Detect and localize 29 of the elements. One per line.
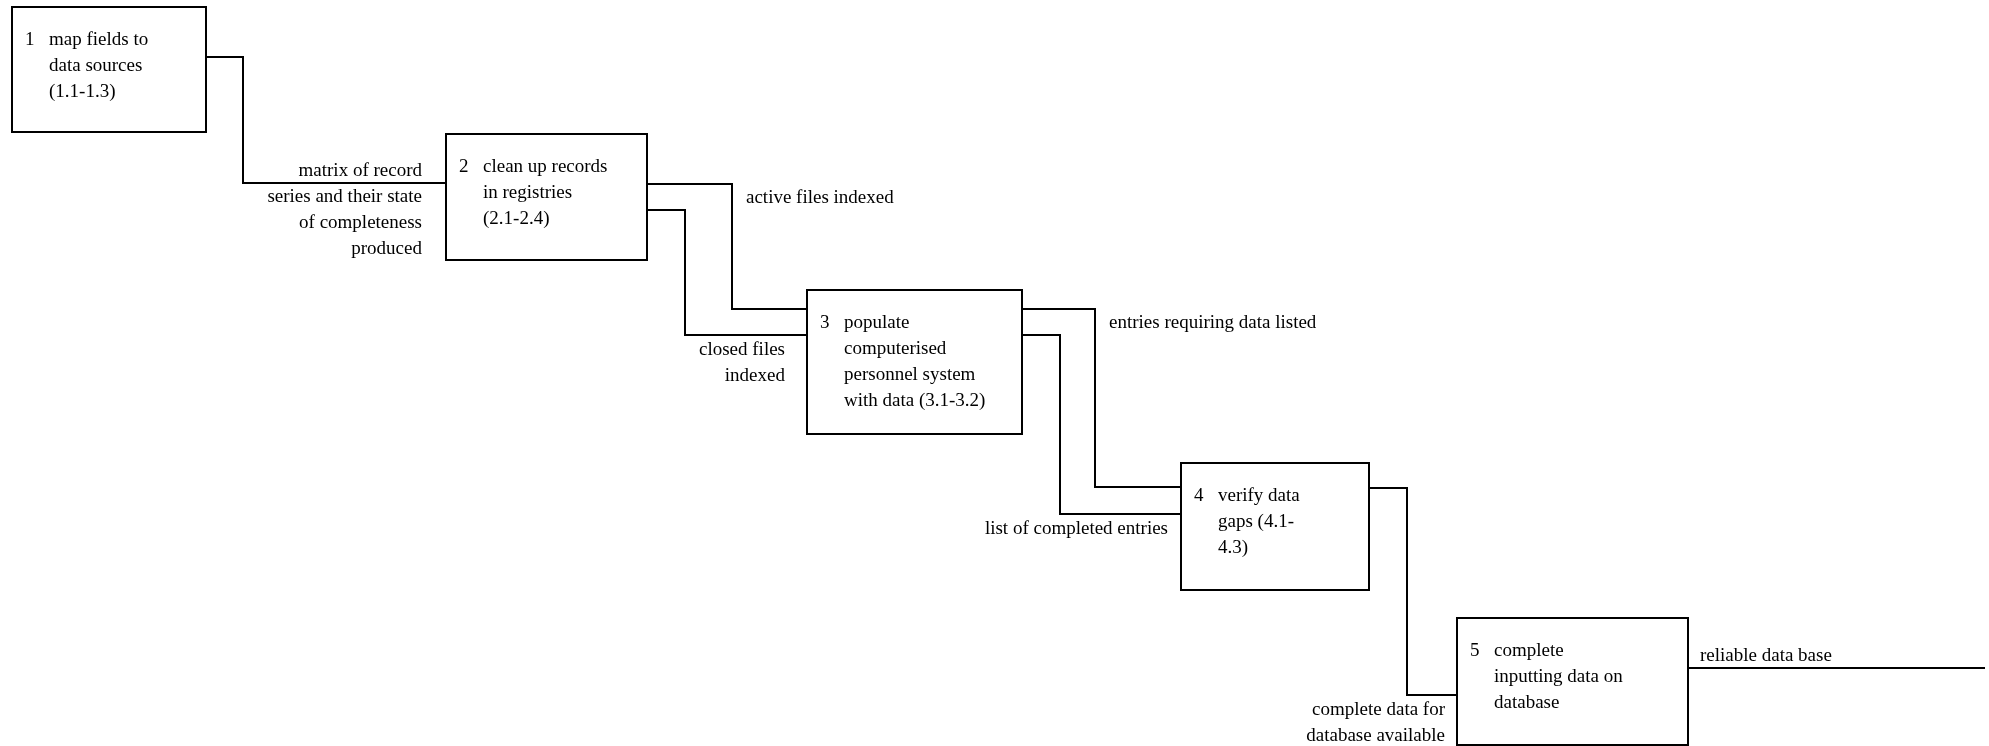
connector-line (647, 183, 807, 310)
edge-label: complete data for database available (1305, 697, 1446, 746)
process-box (11, 6, 207, 133)
edge-label: matrix of record series and their state of completeness produced (266, 158, 423, 260)
process-box (1180, 462, 1370, 591)
step-text: map fields to data sources (1.1-1.3) (49, 27, 150, 103)
step-number: 3 (820, 310, 830, 334)
process-box (806, 289, 1023, 435)
step-text: clean up records in registries (2.1-2.4) (483, 154, 608, 230)
edge-label: reliable data base (1699, 643, 1833, 667)
step-text: verify data gaps (4.1-4.3) (1218, 483, 1301, 559)
step-text: complete inputting data on database (1494, 638, 1624, 714)
step-number: 1 (25, 27, 35, 51)
connector-line (1688, 667, 1986, 669)
process-box (1456, 617, 1689, 746)
edge-label: list of completed entries (983, 516, 1169, 540)
edge-label: entries requiring data listed (1108, 310, 1318, 334)
step-text: populate computerised personnel system with data (3.1-3.2) (844, 310, 987, 412)
step-number: 4 (1194, 483, 1204, 507)
edge-label: active files indexed (745, 185, 895, 209)
connector-line (1369, 487, 1457, 696)
process-box (445, 133, 648, 261)
edge-label: closed files indexed (698, 337, 786, 387)
connector-line (1022, 308, 1181, 488)
connector-line (206, 56, 446, 184)
connector-line (647, 209, 807, 336)
step-number: 2 (459, 154, 469, 178)
step-number: 5 (1470, 638, 1480, 662)
connector-line (1022, 334, 1181, 515)
